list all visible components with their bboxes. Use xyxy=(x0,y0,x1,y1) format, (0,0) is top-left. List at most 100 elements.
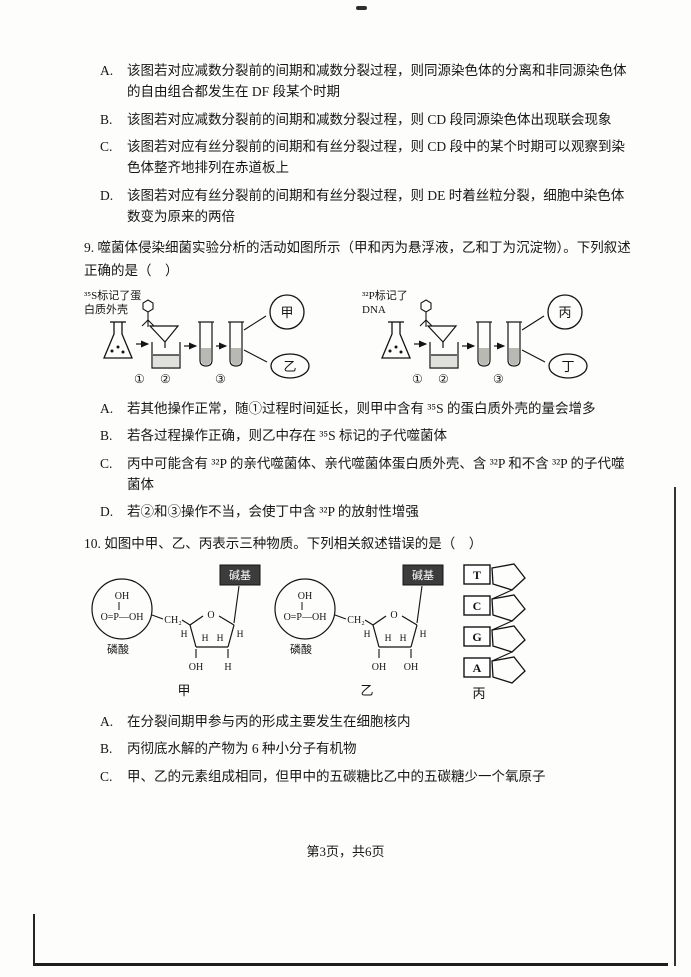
vessel-label: 丙 xyxy=(558,305,571,320)
page-content: A. 该图若对应减数分裂前的间期和减数分裂过程，则同源染色体的分离和非同源染色体的… xyxy=(84,60,633,787)
option-label: A. xyxy=(100,63,114,78)
option-text: 若②和③操作不当，会使丁中含 ³²P 的放射性增强 xyxy=(127,504,419,520)
deoxy-h: H xyxy=(224,662,231,673)
option-label: C. xyxy=(100,768,113,784)
funnel-beaker-icon xyxy=(148,325,181,369)
experiment-group-p32: ³²P标记了 DNA xyxy=(362,288,588,386)
scan-artifact-left-edge xyxy=(33,914,35,966)
step-number: ③ xyxy=(493,372,504,386)
option-label: B. xyxy=(100,741,113,757)
option-label: A. xyxy=(100,401,114,417)
step-number: ② xyxy=(160,372,171,386)
h-atom: H xyxy=(181,630,188,640)
step-number: ① xyxy=(412,372,423,386)
phosphate-label: 磷酸 xyxy=(290,642,312,656)
scan-artifact-bottom-edge xyxy=(33,963,668,966)
structure-label: 乙 xyxy=(360,683,373,698)
question-9-figure: ³⁵S标记了蛋 白质外壳 xyxy=(84,286,633,392)
supernatant-circle xyxy=(269,294,305,330)
option-label: D. xyxy=(100,187,114,203)
page-footer: 第3页，共6页 xyxy=(306,844,385,859)
h-atom: H xyxy=(202,634,209,644)
option-row: B.该图若对应减数分裂前的间期和减数分裂过程，则 CD 段同源染色体出现联会现象 xyxy=(100,109,633,130)
phosphate-circle xyxy=(274,578,336,640)
option-row: C. 甲、乙的元素组成相同，但甲中的五碳糖比乙中的五碳糖少一个氧原子 xyxy=(100,766,633,787)
isotope-label: ³⁵S标记了蛋 xyxy=(84,288,141,302)
test-tube-icon xyxy=(198,321,214,367)
branch-line xyxy=(521,349,546,363)
h-atom: H xyxy=(400,634,407,644)
question-10-stem: 10. 如图中甲、乙、丙表示三种物质。下列相关叙述错误的是（ ） xyxy=(84,535,483,551)
test-tube-icon xyxy=(228,321,244,367)
scan-artifact-top xyxy=(356,6,367,10)
structure-label: 甲 xyxy=(177,683,190,698)
base-box-label: 碱基 xyxy=(412,569,434,582)
option-label: D. xyxy=(100,504,114,520)
base-box xyxy=(219,564,261,586)
step-number: ③ xyxy=(215,372,226,386)
base-letter: T xyxy=(473,568,481,582)
step-number: ① xyxy=(134,372,145,386)
isotope-label: 白质外壳 xyxy=(84,302,128,316)
nucleotide-unit: C xyxy=(463,594,526,631)
h-atom: H xyxy=(217,634,224,644)
phosphate-circle xyxy=(91,578,153,640)
option-row: B. 丙彻底水解的产物为 6 种小分子有机物 xyxy=(100,738,633,759)
branch-line xyxy=(521,315,545,331)
pentose-ring xyxy=(372,615,418,648)
ring-oxygen: O xyxy=(390,610,397,621)
option-label: B. xyxy=(100,428,113,444)
branch-line xyxy=(243,315,267,331)
nucleotide-yi: OH O=P—OH 磷酸 CH₂ O H xyxy=(274,564,444,698)
option-text: 在分裂间期甲参与丙的形成主要发生在细胞核内 xyxy=(127,714,411,730)
hydroxyl: OH xyxy=(404,662,418,673)
option-label: B. xyxy=(100,111,113,127)
funnel-beaker-icon xyxy=(426,325,459,369)
option-label: A. xyxy=(100,714,114,730)
hydroxyl: OH xyxy=(372,662,386,673)
pentose-ring xyxy=(189,615,235,648)
vessel-label: 丁 xyxy=(561,359,574,374)
option-text: 甲、乙的元素组成相同，但甲中的五碳糖比乙中的五碳糖少一个氧原子 xyxy=(127,768,546,784)
sugar-pentagon xyxy=(491,563,526,591)
option-row: A. 该图若对应减数分裂前的间期和减数分裂过程，则同源染色体的分离和非同源染色体的… xyxy=(100,60,633,103)
option-row: B.若各过程操作正确，则乙中存在 ³⁵S 标记的子代噬菌体 xyxy=(100,425,633,446)
option-label: C. xyxy=(100,455,113,471)
sediment-ellipse xyxy=(270,353,310,379)
base-box xyxy=(402,564,444,586)
phosphate-oh: OH xyxy=(298,591,312,602)
option-row: D. 该图若对应有丝分裂前的间期和有丝分裂过程，则 DE 时着丝粒分裂，细胞中染色… xyxy=(100,185,633,228)
question-9-options: A.若其他操作正常，随①过程时间延长，则甲中含有 ³⁵S 的蛋白质外壳的量会增多… xyxy=(84,398,633,523)
option-row: A. 在分裂间期甲参与丙的形成主要发生在细胞核内 xyxy=(100,711,633,732)
phosphate-oh: OH xyxy=(115,591,129,602)
nucleotide-unit: T xyxy=(463,563,526,600)
base-box-label: 碱基 xyxy=(229,569,251,582)
hydroxyl: OH xyxy=(189,662,203,673)
sugar-pentagon xyxy=(491,656,526,684)
step-number: ② xyxy=(438,372,449,386)
question-10-options: A. 在分裂间期甲参与丙的形成主要发生在细胞核内 B. 丙彻底水解的产物为 6 种小… xyxy=(84,711,633,787)
option-text: 丙彻底水解的产物为 6 种小分子有机物 xyxy=(127,741,357,757)
branch-line xyxy=(243,349,268,363)
phage-experiment-diagram: ³⁵S标记了蛋 白质外壳 xyxy=(84,288,588,386)
ch2-group: CH₂ xyxy=(164,615,181,626)
option-row: C.丙中可能含有 ³²P 的亲代噬菌体、亲代噬菌体蛋白质外壳、含 ³²P 和不含… xyxy=(100,453,633,496)
flask-icon xyxy=(381,321,411,359)
base-letter: G xyxy=(472,630,481,644)
option-row: C.该图若对应有丝分裂前的间期和有丝分裂过程，则 CD 段中的某个时期可以观察到… xyxy=(100,136,633,179)
ch2-group: CH₂ xyxy=(347,615,364,626)
phage-icon xyxy=(141,299,155,328)
h-atom: H xyxy=(364,630,371,640)
option-row: A.若其他操作正常，随①过程时间延长，则甲中含有 ³⁵S 的蛋白质外壳的量会增多 xyxy=(100,398,633,419)
test-tube-icon xyxy=(476,321,492,367)
sugar-pentagon xyxy=(491,625,526,653)
ring-oxygen: O xyxy=(207,610,214,621)
structure-label: 丙 xyxy=(472,686,485,701)
sugar-pentagon xyxy=(491,594,526,622)
sediment-ellipse xyxy=(548,353,588,379)
phosphate-label: 磷酸 xyxy=(107,642,129,656)
option-text: 该图若对应有丝分裂前的间期和有丝分裂过程，则 CD 段中的某个时期可以观察到染色… xyxy=(127,138,626,176)
option-text: 该图若对应减数分裂前的间期和减数分裂过程，则同源染色体的分离和非同源染色体的自由… xyxy=(127,63,627,100)
option-text: 该图若对应有丝分裂前的间期和有丝分裂过程，则 DE 时着丝粒分裂，细胞中染色体数… xyxy=(127,187,625,224)
